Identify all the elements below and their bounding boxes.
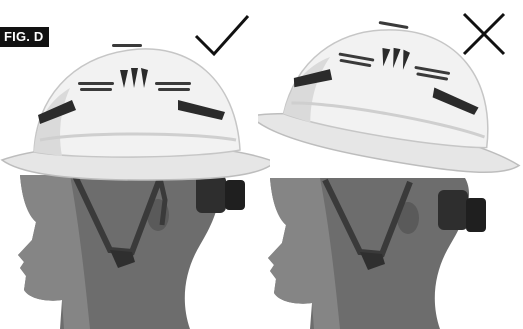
incorrect-fit-panel	[258, 0, 523, 329]
tilted-helmet	[258, 2, 523, 183]
correct-fit-panel	[0, 0, 270, 329]
ratchet-dial	[466, 198, 486, 232]
checkmark-icon	[196, 16, 248, 54]
top-vents	[120, 68, 148, 88]
incorrect-fit-illustration	[258, 0, 523, 329]
ratchet-dial	[225, 180, 245, 210]
helmet-dome	[34, 49, 240, 157]
correct-fit-illustration	[0, 0, 270, 329]
ratchet-knob	[438, 190, 468, 230]
cross-icon	[464, 14, 504, 54]
ratchet-knob	[196, 175, 226, 213]
